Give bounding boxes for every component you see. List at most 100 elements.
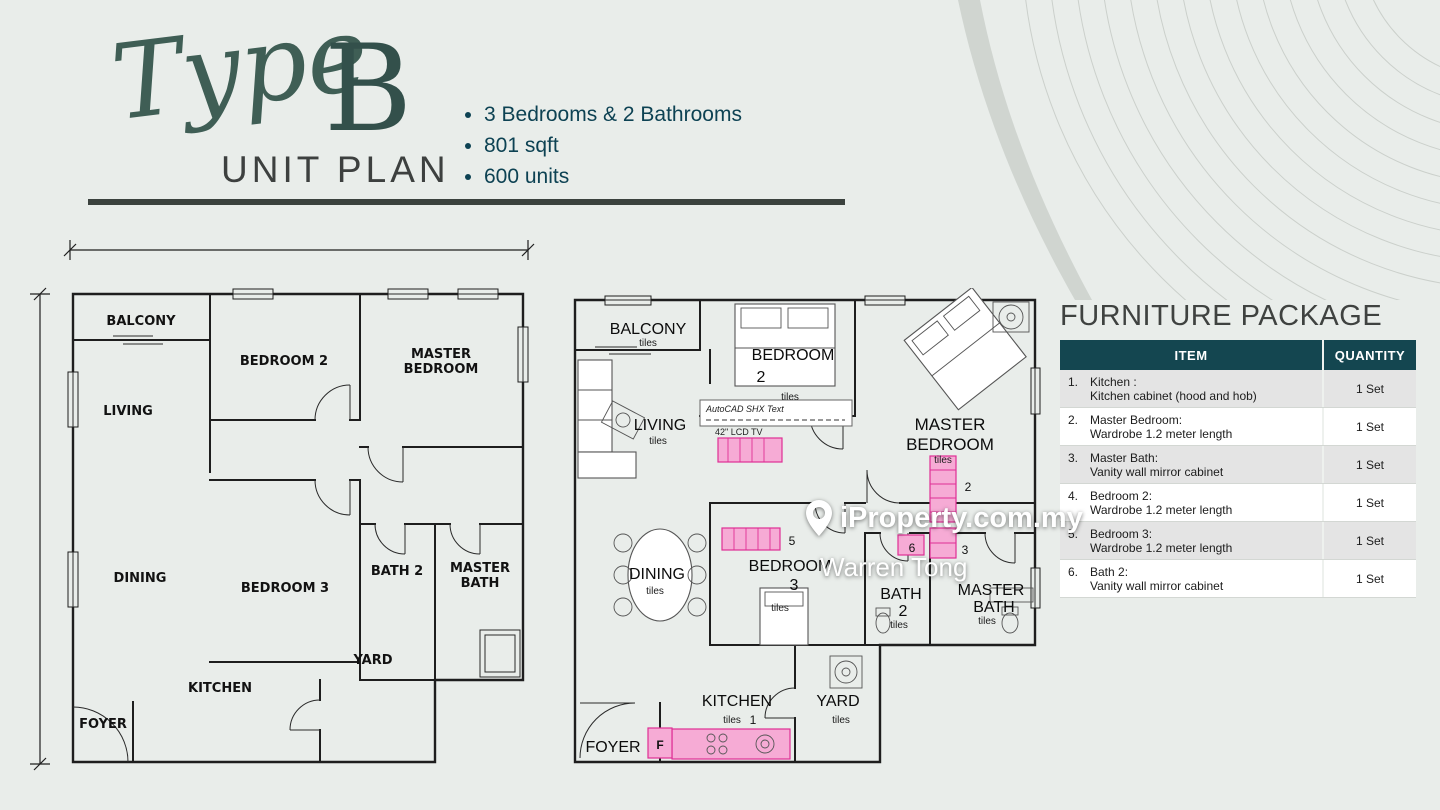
schematic-label-bath2: BATH 2 <box>371 564 423 579</box>
item-desc: Wardrobe 1.2 meter length <box>1090 503 1233 517</box>
marker-f: F <box>656 738 663 752</box>
detailed-tiles-living: tiles <box>649 436 667 447</box>
furniture-row-bedroom3: 5. Bedroom 3: Wardrobe 1.2 meter length … <box>1060 522 1416 560</box>
furniture-package-title: FURNITURE PACKAGE <box>1060 300 1383 332</box>
decorative-arcs <box>958 0 1440 300</box>
marker-bath2-vanity: 6 <box>909 541 916 555</box>
vanity-master-bath <box>929 527 957 559</box>
tv-note-text: 42" LCD TV <box>715 427 763 437</box>
schematic-label-masterbath-1: MASTER <box>450 561 510 576</box>
column-header-item: ITEM <box>1174 347 1208 363</box>
row-number: 1. <box>1068 375 1079 389</box>
furniture-row-kitchen: 1. Kitchen : Kitchen cabinet (hood and h… <box>1060 370 1416 408</box>
item-qty: 1 Set <box>1322 484 1416 521</box>
detailed-tiles-bedroom3: tiles <box>771 603 789 614</box>
detailed-tiles-yard: tiles <box>832 715 850 726</box>
item-desc: Kitchen cabinet (hood and hob) <box>1090 389 1257 403</box>
floorplan-schematic: BALCONY BEDROOM 2 MASTER BEDROOM LIVING … <box>30 240 535 771</box>
detailed-label-master-2: BEDROOM <box>906 435 994 454</box>
furniture-table-header: ITEM QUANTITY <box>1060 340 1416 370</box>
item-name: Master Bedroom: <box>1090 413 1183 427</box>
detailed-label-living: LIVING <box>634 417 686 434</box>
column-header-quantity: QUANTITY <box>1322 340 1416 370</box>
detailed-label-bedroom3-2: 3 <box>790 577 799 594</box>
schematic-label-bedroom2: BEDROOM 2 <box>240 354 328 369</box>
item-name: Bedroom 3: <box>1090 527 1153 541</box>
detailed-label-bedroom2-2: 2 <box>757 369 766 386</box>
schematic-label-masterbath-2: BATH <box>461 576 500 591</box>
autocad-note-text: AutoCAD SHX Text <box>705 404 784 414</box>
bed-bedroom3-icon <box>759 587 809 646</box>
marker-bedroom3-wardrobe: 5 <box>789 534 796 548</box>
schematic-windows <box>67 288 529 608</box>
spec-bullets: 3 Bedrooms & 2 Bathrooms 801 sqft 600 un… <box>460 103 742 196</box>
item-desc: Wardrobe 1.2 meter length <box>1090 541 1233 555</box>
row-number: 2. <box>1068 413 1079 427</box>
schematic-label-kitchen: KITCHEN <box>188 681 252 696</box>
detailed-label-yard: YARD <box>816 693 859 710</box>
tv-console-cabinet <box>717 437 783 463</box>
bed-bedroom2-icon <box>734 303 836 387</box>
autocad-annotation: AutoCAD SHX Text <box>699 399 853 427</box>
watermark-brand: iProperty.com.my <box>840 501 1083 534</box>
sofa-icon <box>577 359 637 479</box>
schematic-label-foyer: FOYER <box>79 717 127 732</box>
schematic-label-bedroom3: BEDROOM 3 <box>241 581 329 596</box>
item-name: Master Bath: <box>1090 451 1159 465</box>
item-name: Bedroom 2: <box>1090 489 1153 503</box>
item-qty: 1 Set <box>1322 446 1416 483</box>
floorplan-detailed: AutoCAD SHX Text 42" LCD TV 1 2 3 5 6 F … <box>573 288 1041 764</box>
armchair-icon <box>600 400 646 440</box>
detailed-label-master-1: MASTER <box>915 415 986 434</box>
vanity-bath2 <box>897 534 925 556</box>
spec-bullet-units: 600 units <box>484 165 742 189</box>
schematic-doors <box>72 335 521 763</box>
schematic-label-living: LIVING <box>103 404 153 419</box>
wardrobe-bedroom3 <box>721 527 781 551</box>
spec-bullet-sqft: 801 sqft <box>484 134 742 158</box>
detailed-tiles-balcony: tiles <box>639 338 657 349</box>
schematic-label-yard: YARD <box>352 653 392 668</box>
schematic-label-master-1: MASTER <box>411 347 471 362</box>
detailed-tiles-bedroom2: tiles <box>781 392 799 403</box>
furniture-row-master-bedroom: 2. Master Bedroom: Wardrobe 1.2 meter le… <box>1060 408 1416 446</box>
furniture-row-bath2: 6. Bath 2: Vanity wall mirror cabinet 1 … <box>1060 560 1416 598</box>
map-pin-icon <box>806 500 832 536</box>
marker-master-vanity: 3 <box>962 543 969 557</box>
item-qty: 1 Set <box>1322 560 1416 597</box>
marker-master-wardrobe: 2 <box>965 480 972 494</box>
decorative-swoosh <box>958 0 1092 300</box>
spec-bullet-bedrooms: 3 Bedrooms & 2 Bathrooms <box>484 103 742 127</box>
marker-kitchen: 1 <box>750 713 757 727</box>
dining-table-icon <box>613 528 707 622</box>
detailed-label-bedroom2-1: BEDROOM <box>752 347 835 364</box>
fridge-slot <box>647 727 673 759</box>
toilet-bath2-icon <box>875 607 891 634</box>
detailed-label-foyer: FOYER <box>585 739 640 756</box>
schematic-label-dining: DINING <box>114 571 167 586</box>
item-name: Kitchen : <box>1090 375 1137 389</box>
bed-master-icon <box>903 288 1027 411</box>
detailed-tiles-bath2: tiles <box>890 620 908 631</box>
row-number: 5. <box>1068 527 1079 541</box>
detailed-tiles-master: tiles <box>934 455 952 466</box>
toilet-masterbath-icon <box>989 587 1034 634</box>
washer-icon <box>829 655 863 689</box>
item-qty: 1 Set <box>1322 522 1416 559</box>
detailed-windows <box>604 295 1041 609</box>
item-name: Bath 2: <box>1090 565 1129 579</box>
detailed-label-balcony: BALCONY <box>610 321 687 338</box>
row-number: 4. <box>1068 489 1079 503</box>
row-number: 6. <box>1068 565 1079 579</box>
schematic-label-balcony: BALCONY <box>106 314 176 329</box>
furniture-row-bedroom2: 4. Bedroom 2: Wardrobe 1.2 meter length … <box>1060 484 1416 522</box>
row-number: 3. <box>1068 451 1079 465</box>
detailed-label-bedroom3-1: BEDROOM <box>749 558 832 575</box>
item-qty: 1 Set <box>1322 408 1416 445</box>
detailed-label-masterbath-1: MASTER <box>958 582 1025 599</box>
item-desc: Vanity wall mirror cabinet <box>1090 579 1224 593</box>
dimension-arrows <box>30 240 535 771</box>
detailed-tiles-dining: tiles <box>646 586 664 597</box>
watermark-agent: Warren Tong <box>820 552 968 582</box>
item-desc: Vanity wall mirror cabinet <box>1090 465 1224 479</box>
